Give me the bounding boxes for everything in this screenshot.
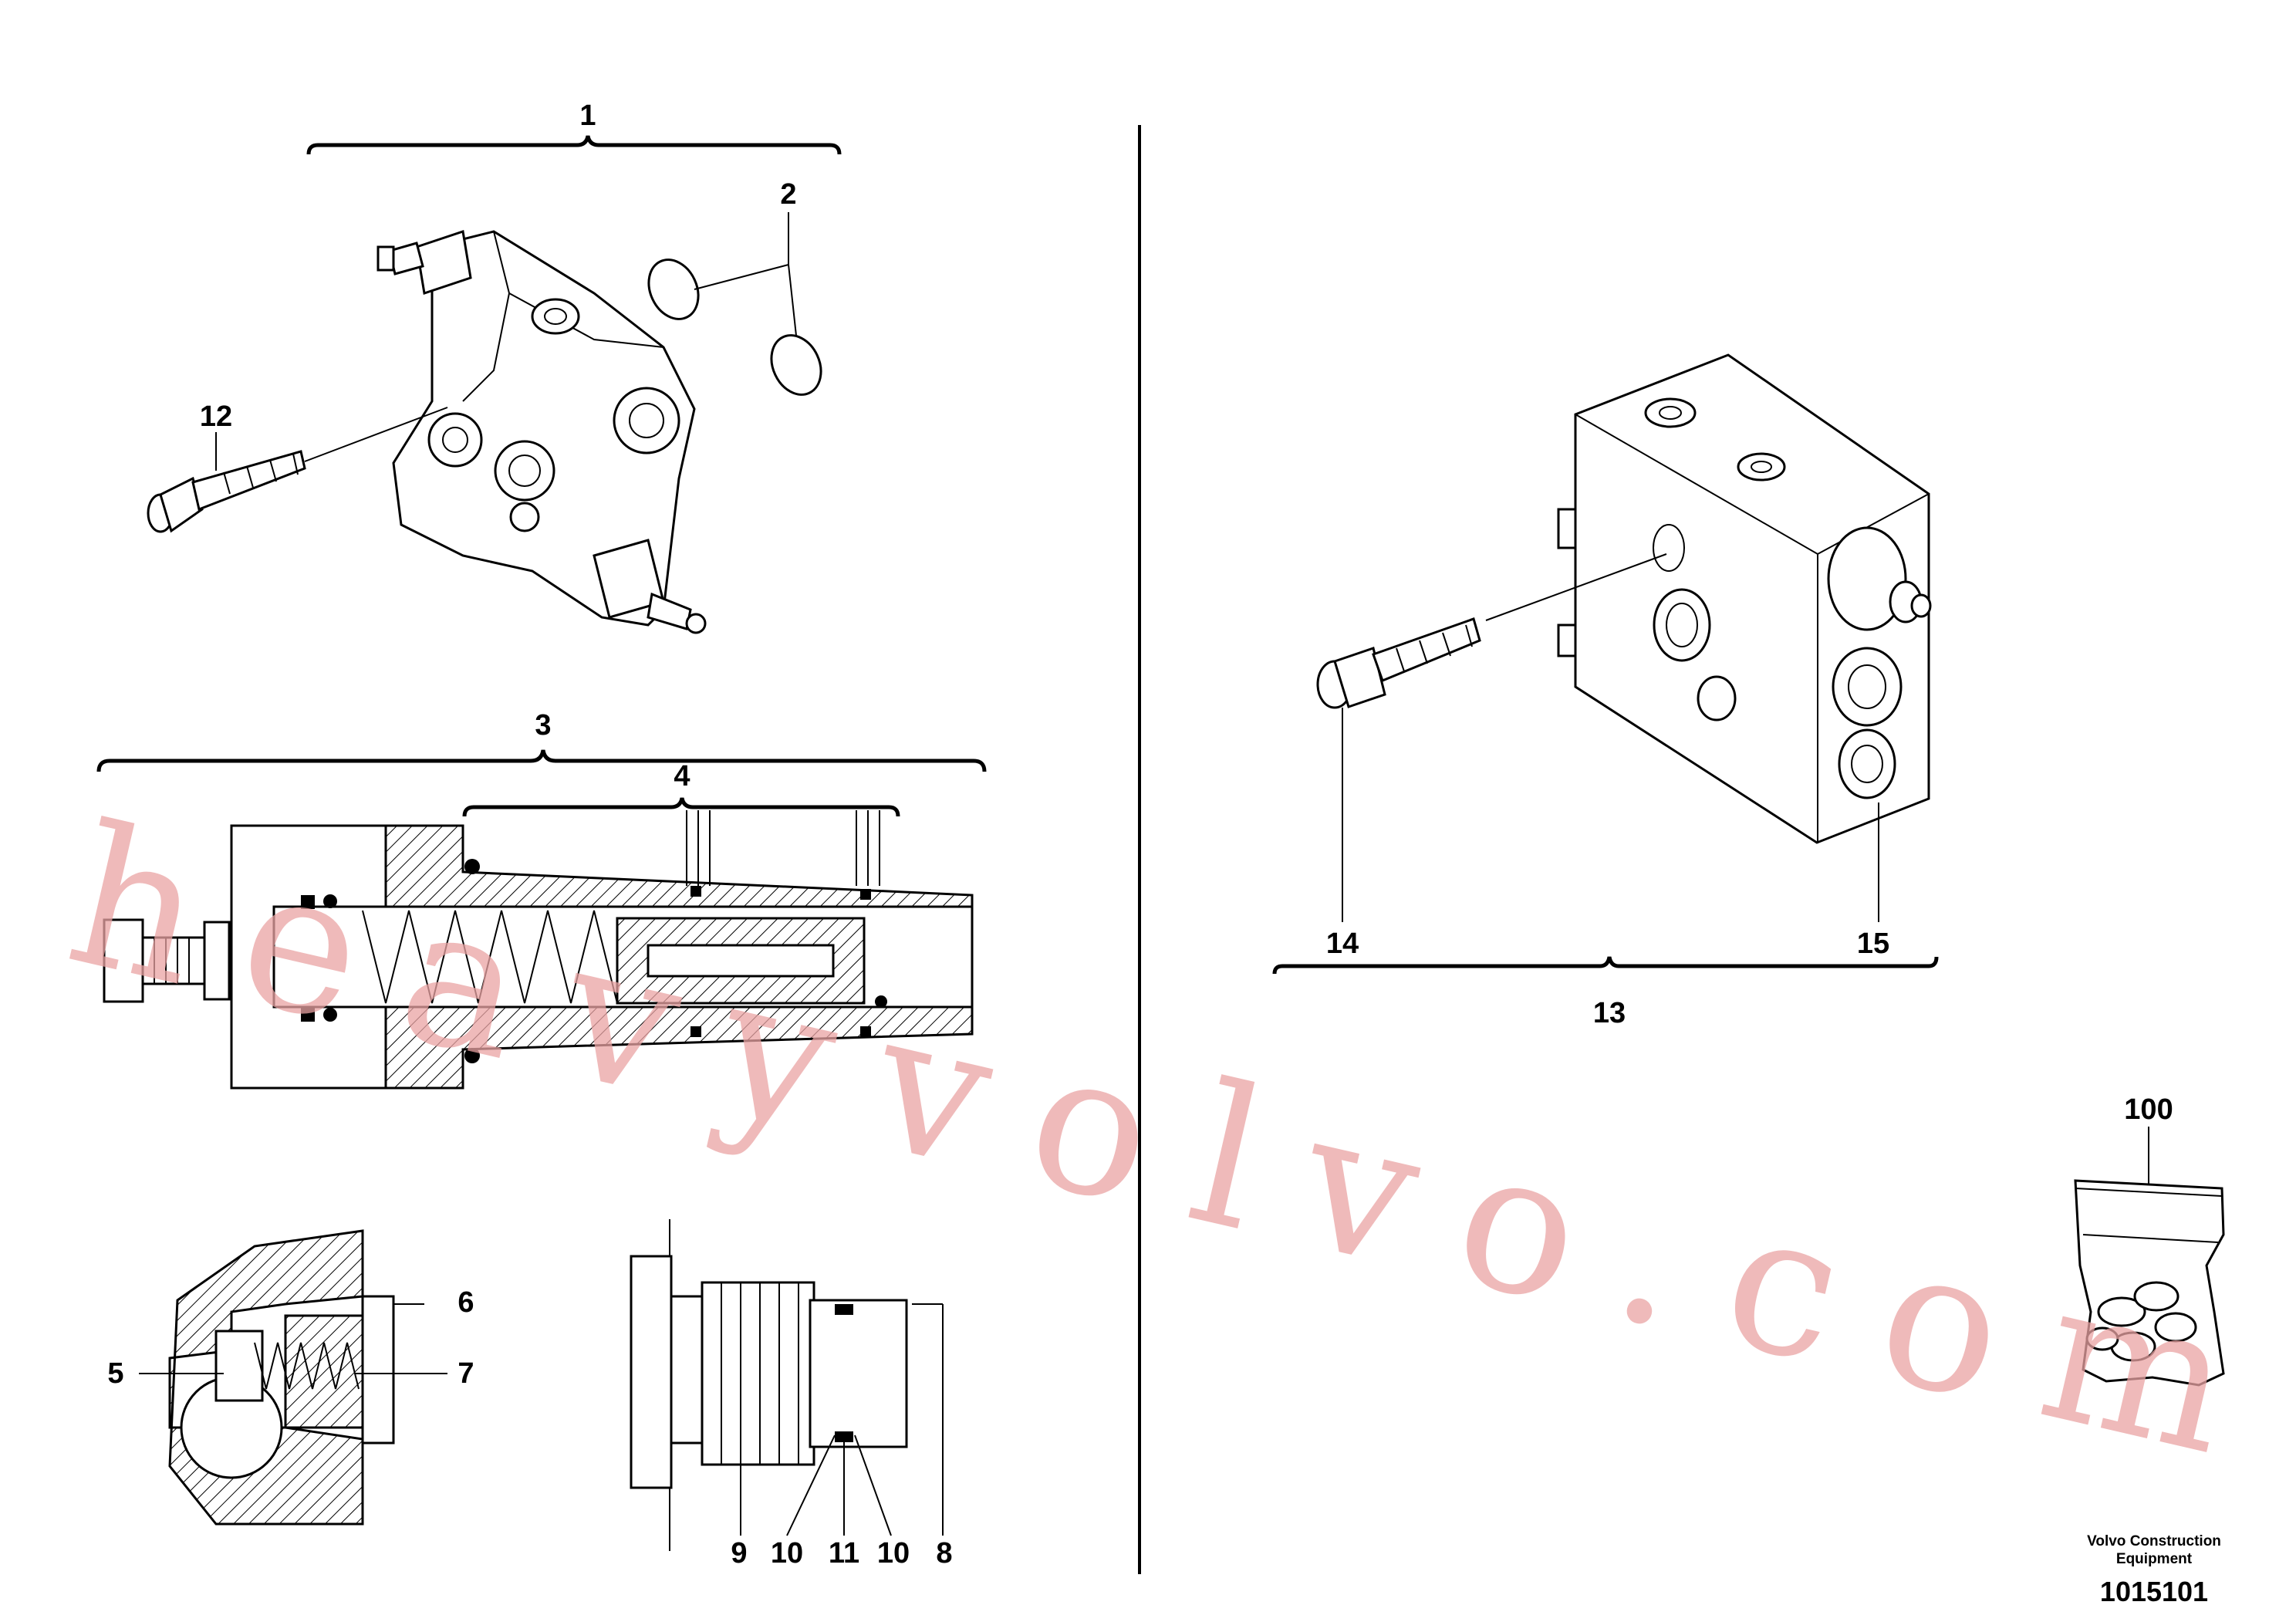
label-4: 4: [674, 760, 690, 792]
label-100: 100: [2124, 1093, 2173, 1126]
label-7: 7: [458, 1357, 474, 1390]
label-11: 11: [829, 1537, 859, 1570]
label-2: 2: [780, 178, 796, 211]
label-14: 14: [1326, 928, 1359, 960]
seal-kit-bag-100: [2074, 1127, 2225, 1387]
screw-12: [147, 450, 306, 533]
company-name-line1: Volvo Construction: [2087, 1533, 2221, 1549]
label-1: 1: [579, 100, 596, 132]
label-5: 5: [107, 1357, 123, 1390]
label-6: 6: [458, 1286, 474, 1319]
cross-section-3: 3 4: [96, 709, 987, 1090]
label-15: 15: [1857, 928, 1889, 960]
valve-block-13: [1272, 353, 1939, 975]
detail-5-6-7: [139, 1229, 447, 1526]
label-3: 3: [535, 709, 551, 742]
label-10-left: 10: [771, 1537, 803, 1570]
label-10-right: 10: [877, 1537, 910, 1570]
label-12: 12: [200, 400, 232, 433]
company-name-line2: Equipment: [2116, 1551, 2193, 1567]
valve-assembly-1: 1 12: [147, 100, 842, 634]
o-rings-2: [647, 212, 822, 396]
detail-8-9-10-11: [630, 1219, 944, 1551]
screw-14: [1316, 617, 1481, 709]
label-8: 8: [936, 1537, 952, 1570]
label-13: 13: [1593, 997, 1626, 1029]
drawing-number: 1015101: [2100, 1576, 2208, 1607]
label-9: 9: [731, 1537, 747, 1570]
